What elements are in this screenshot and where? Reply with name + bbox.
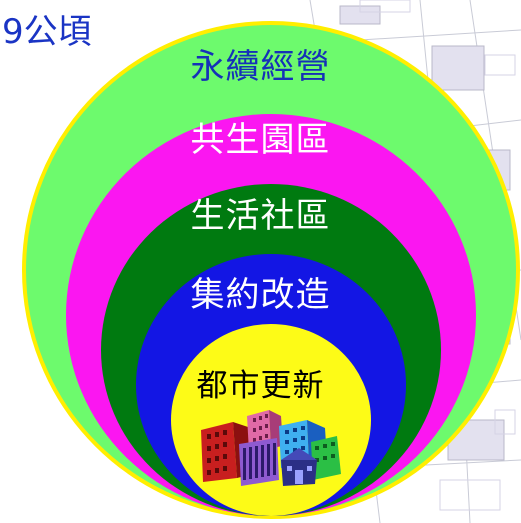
ring-label-living: 生活社區: [190, 196, 331, 236]
ring-label-sustainable: 永續經營: [190, 47, 331, 87]
ring-label-urban-renewal: 都市更新: [196, 368, 325, 404]
area-label: 9公頃: [2, 12, 92, 52]
city-buildings-icon: [201, 410, 341, 486]
ring-label-symbiosis: 共生園區: [190, 120, 331, 160]
ring-label-intensive: 集約改造: [190, 275, 331, 315]
